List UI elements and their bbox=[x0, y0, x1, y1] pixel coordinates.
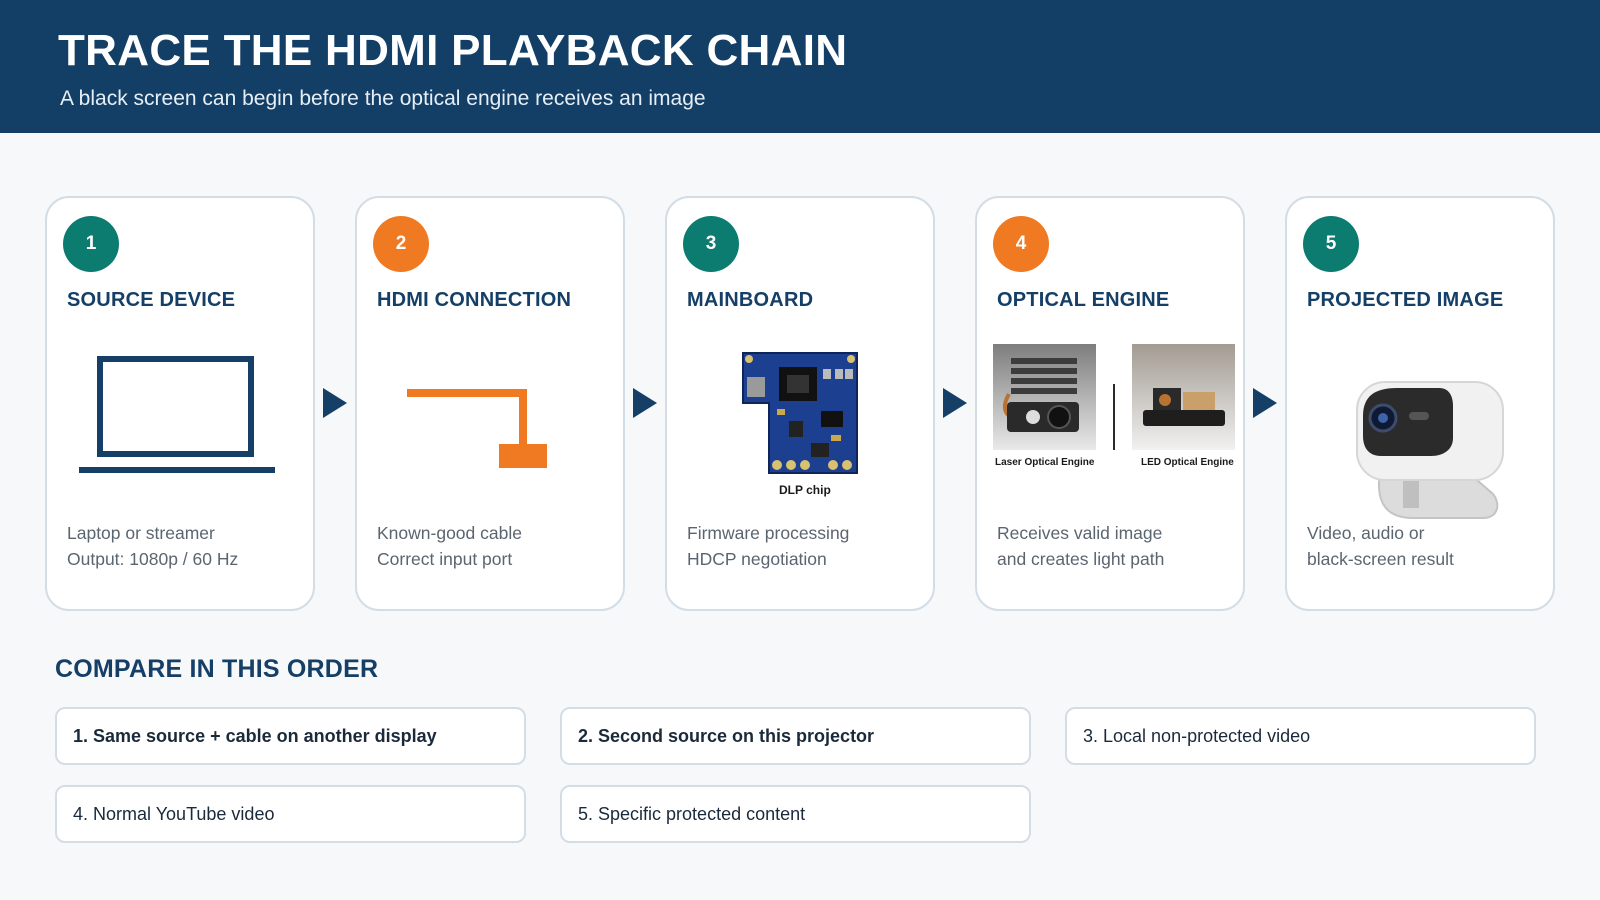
card-title: HDMI CONNECTION bbox=[377, 289, 572, 311]
step-badge: 3 bbox=[683, 216, 739, 272]
chain-card-optical-engine: 4 OPTICAL ENGINE Laser Optical Engine LE… bbox=[975, 196, 1245, 611]
card-title: PROJECTED IMAGE bbox=[1307, 289, 1504, 311]
mainboard-image bbox=[742, 352, 858, 474]
compare-step-4: 4. Normal YouTube video bbox=[55, 785, 526, 843]
card-title: MAINBOARD bbox=[687, 289, 814, 311]
step-badge: 5 bbox=[1303, 216, 1359, 272]
image-label: DLP chip bbox=[779, 483, 831, 497]
optical-engine-image bbox=[993, 344, 1235, 450]
step-badge: 4 bbox=[993, 216, 1049, 272]
flow-arrow-icon bbox=[633, 388, 657, 418]
page-title: TRACE THE HDMI PLAYBACK CHAIN bbox=[58, 26, 848, 75]
compare-step-2: 2. Second source on this projector bbox=[560, 707, 1031, 765]
step-badge: 2 bbox=[373, 216, 429, 272]
card-description: Receives valid image and creates light p… bbox=[997, 523, 1165, 569]
flow-arrow-icon bbox=[323, 388, 347, 418]
card-description: Known-good cable Correct input port bbox=[377, 523, 522, 569]
image-label: Laser Optical Engine bbox=[995, 457, 1095, 468]
card-description: Firmware processing HDCP negotiation bbox=[687, 523, 850, 569]
step-badge: 1 bbox=[63, 216, 119, 272]
projector-image bbox=[1356, 381, 1504, 519]
header-banner: TRACE THE HDMI PLAYBACK CHAIN A black sc… bbox=[0, 0, 1600, 133]
card-description: Laptop or streamer Output: 1080p / 60 Hz bbox=[67, 523, 239, 569]
card-title: OPTICAL ENGINE bbox=[997, 289, 1170, 311]
compare-step-5: 5. Specific protected content bbox=[560, 785, 1031, 843]
chain-card-mainboard: 3 MAINBOARD DLP chip Firmware processing… bbox=[665, 196, 935, 611]
image-label: LED Optical Engine bbox=[1141, 457, 1234, 468]
chain-card-source-device: 1 SOURCE DEVICE Laptop or streamer Outpu… bbox=[45, 196, 315, 611]
chain-card-hdmi-connection: 2 HDMI CONNECTION Known-good cable Corre… bbox=[355, 196, 625, 611]
compare-step-3: 3. Local non-protected video bbox=[1065, 707, 1536, 765]
page-subtitle: A black screen can begin before the opti… bbox=[60, 87, 706, 110]
compare-step-1: 1. Same source + cable on another displa… bbox=[55, 707, 526, 765]
flow-arrow-icon bbox=[943, 388, 967, 418]
compare-section-title: COMPARE IN THIS ORDER bbox=[55, 655, 379, 683]
card-description: Video, audio or black-screen result bbox=[1307, 523, 1454, 569]
chain-card-projected-image: 5 PROJECTED IMAGE Video, audio or black-… bbox=[1285, 196, 1555, 611]
card-title: SOURCE DEVICE bbox=[67, 289, 236, 311]
hdmi-cable-icon bbox=[407, 389, 547, 468]
laptop-icon bbox=[79, 356, 275, 473]
flow-arrow-icon bbox=[1253, 388, 1277, 418]
